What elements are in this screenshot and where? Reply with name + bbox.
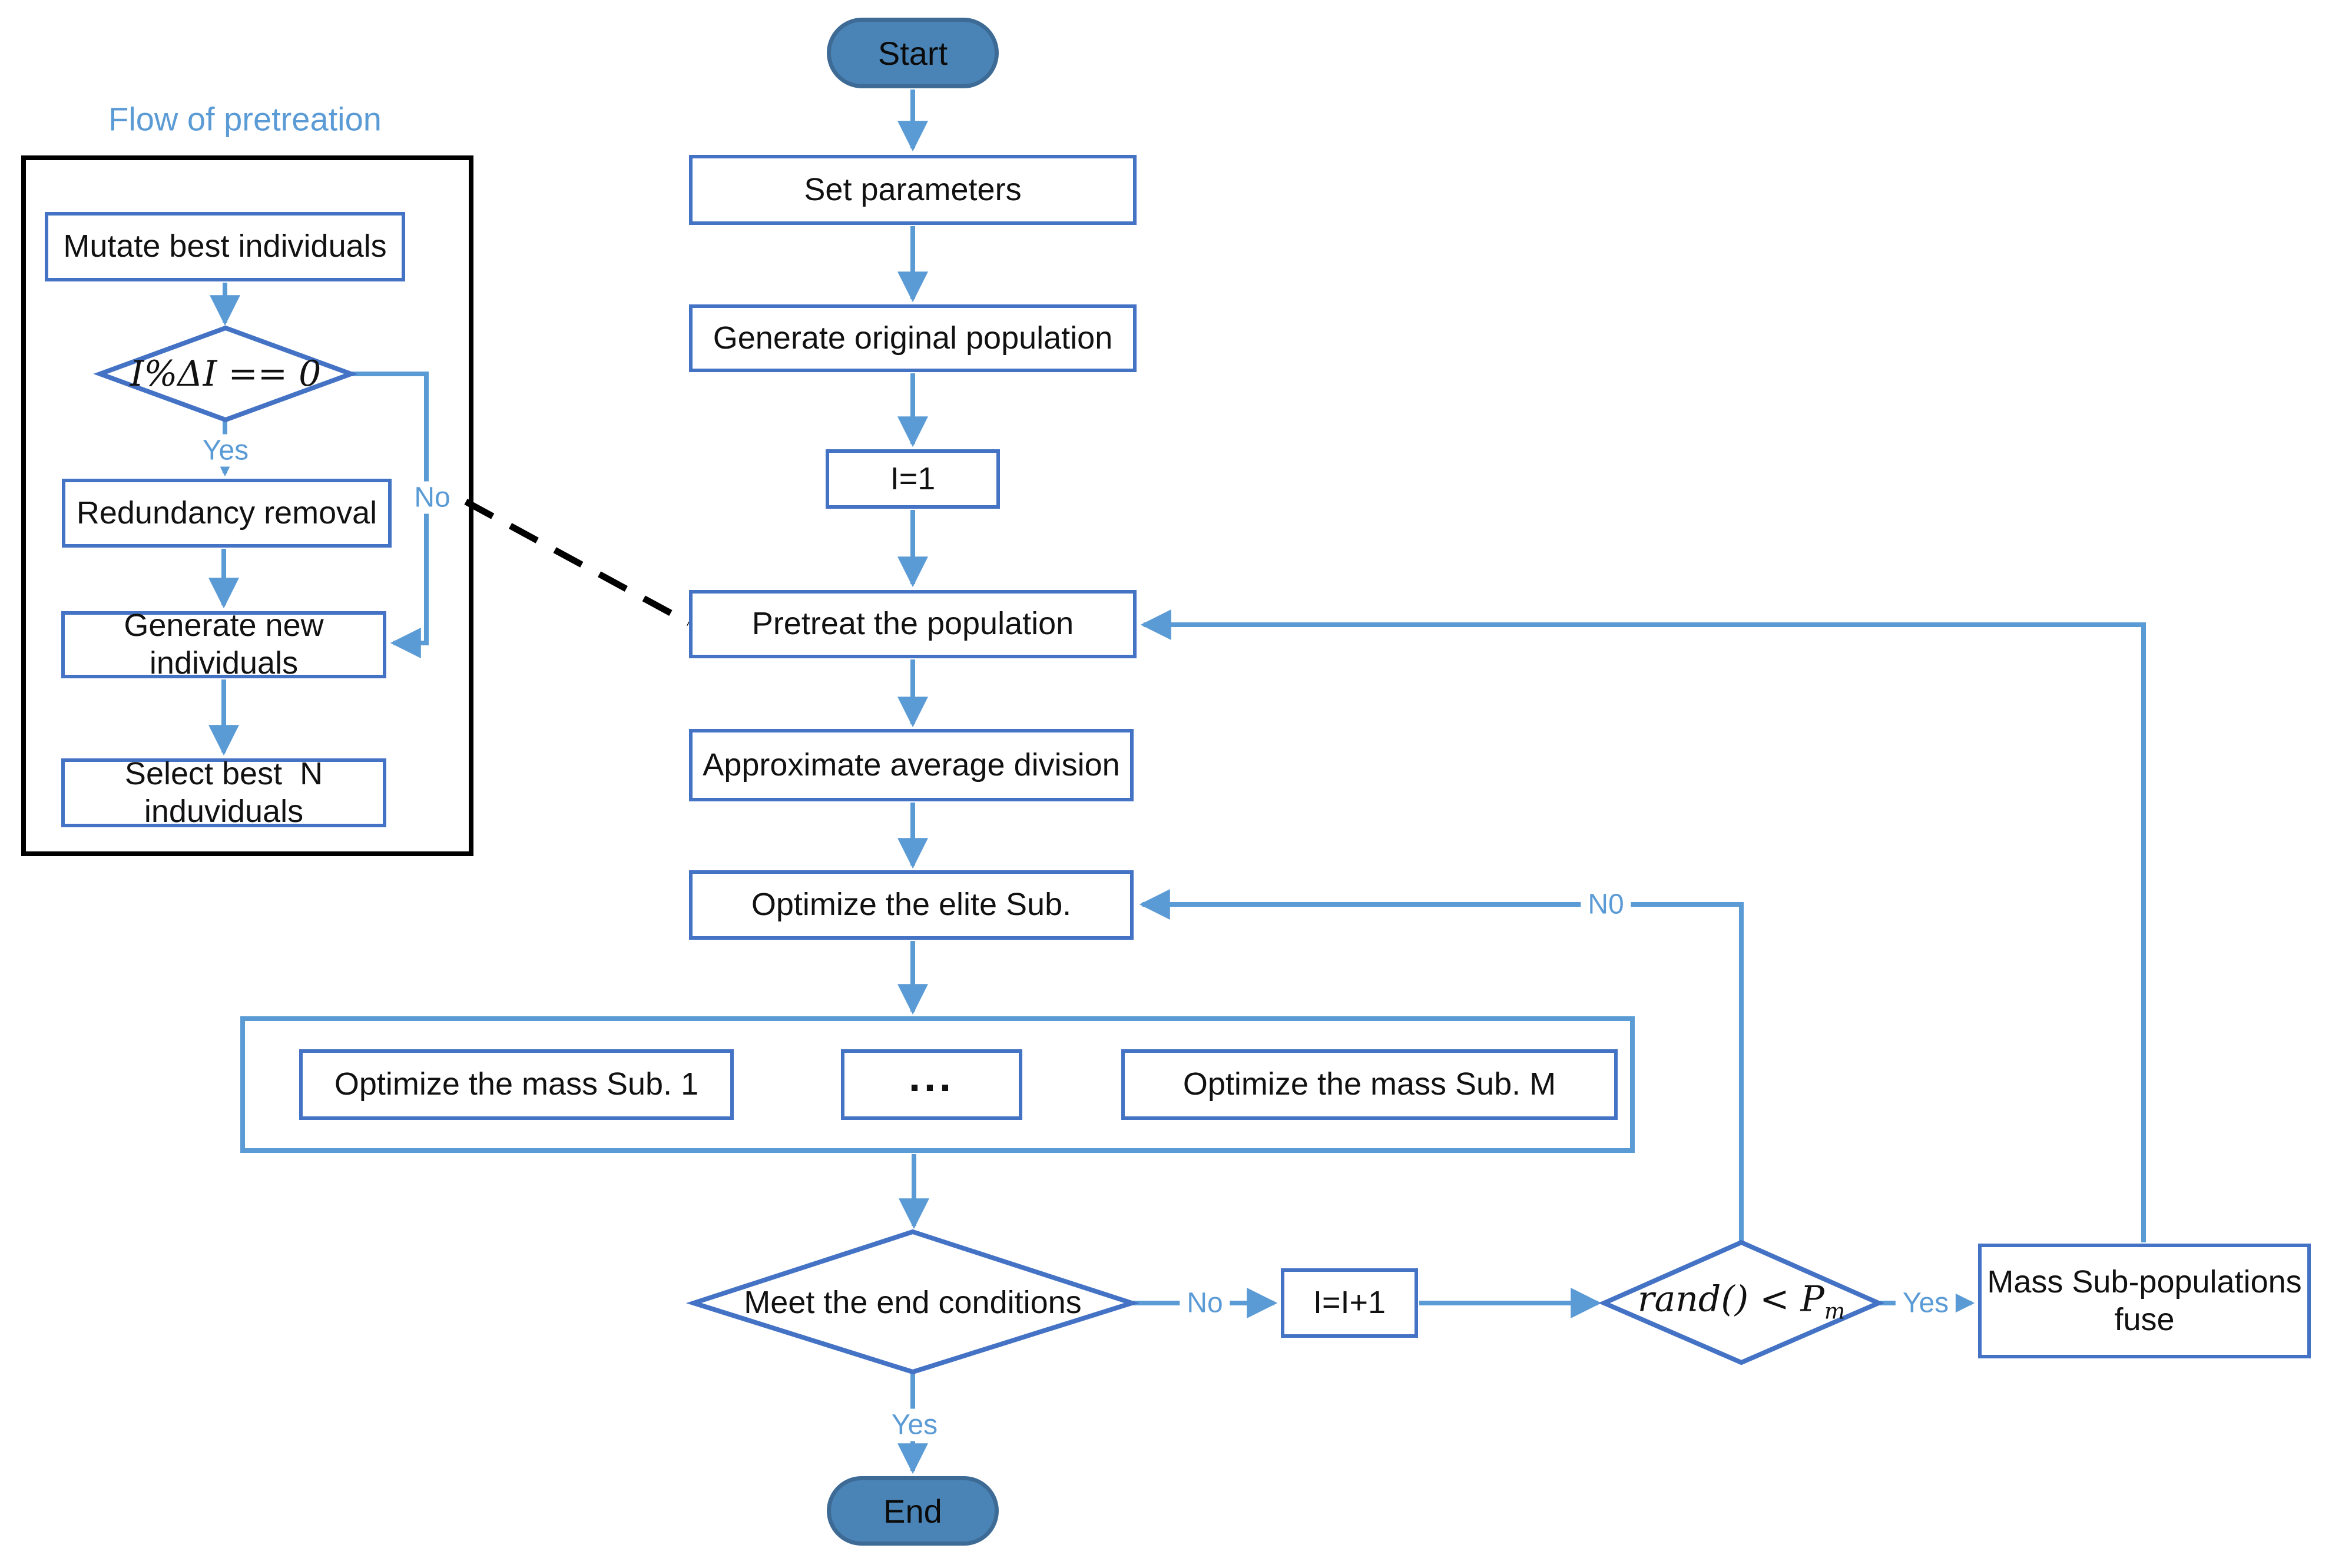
start-terminal: Start xyxy=(827,18,999,88)
node-mutate-best-individuals: Mutate best individuals xyxy=(45,212,405,281)
node-generate-original-population: Generate original population xyxy=(689,304,1137,372)
node-approximate-average-division: Approximate average division xyxy=(689,729,1134,801)
rand-condition-main: rand() < P xyxy=(1637,1278,1824,1320)
rand-condition-subscript: m xyxy=(1824,1298,1846,1324)
pretreation-panel-title: Flow of pretreation xyxy=(108,100,382,138)
node-optimize-mass-sub-m: Optimize the mass Sub. M xyxy=(1121,1049,1618,1120)
end-condition-diamond-shape xyxy=(685,1229,1140,1375)
end-terminal: End xyxy=(827,1476,999,1546)
rand-condition-diamond-shape xyxy=(1598,1239,1884,1365)
node-end-condition-label: Meet the end conditions xyxy=(744,1285,1082,1320)
node-mod-condition-label: I%ΔI == 0 xyxy=(130,353,322,395)
condition-diamond-shape xyxy=(93,325,358,423)
edge-fuse-pretreat-feedback xyxy=(1140,609,2146,1242)
node-generate-new-individuals: Generate new individuals xyxy=(61,608,386,681)
condition-yes-label: Yes xyxy=(195,434,256,467)
node-mass-subpopulations-fuse: Mass Sub-populations fuse xyxy=(1978,1244,2311,1358)
pretreat-detail-dashed-link xyxy=(464,499,691,626)
condition-no-label: No xyxy=(407,481,458,514)
node-optimize-mass-sub-1: Optimize the mass Sub. 1 xyxy=(299,1049,734,1120)
node-redundancy-removal: Redundancy removal xyxy=(62,479,392,548)
edge-rand-n0-elite-feedback xyxy=(1139,889,1744,1241)
node-select-best-n: Select best N induviduals xyxy=(61,756,386,829)
end-condition-no-label: No xyxy=(1180,1287,1230,1320)
node-mass-sub-ellipsis: ... xyxy=(841,1049,1022,1120)
node-rand-condition-label: rand() < Pm xyxy=(1638,1279,1845,1324)
node-set-parameters: Set parameters xyxy=(689,155,1137,225)
rand-yes-label: Yes xyxy=(1895,1287,1956,1320)
node-pretreat-population: Pretreat the population xyxy=(689,590,1137,658)
rand-n0-label: N0 xyxy=(1581,888,1631,921)
node-increment-counter: I=I+1 xyxy=(1281,1268,1418,1338)
end-condition-yes-label: Yes xyxy=(884,1408,945,1441)
node-init-counter: I=1 xyxy=(826,449,1000,509)
node-optimize-elite-sub: Optimize the elite Sub. xyxy=(689,870,1134,940)
